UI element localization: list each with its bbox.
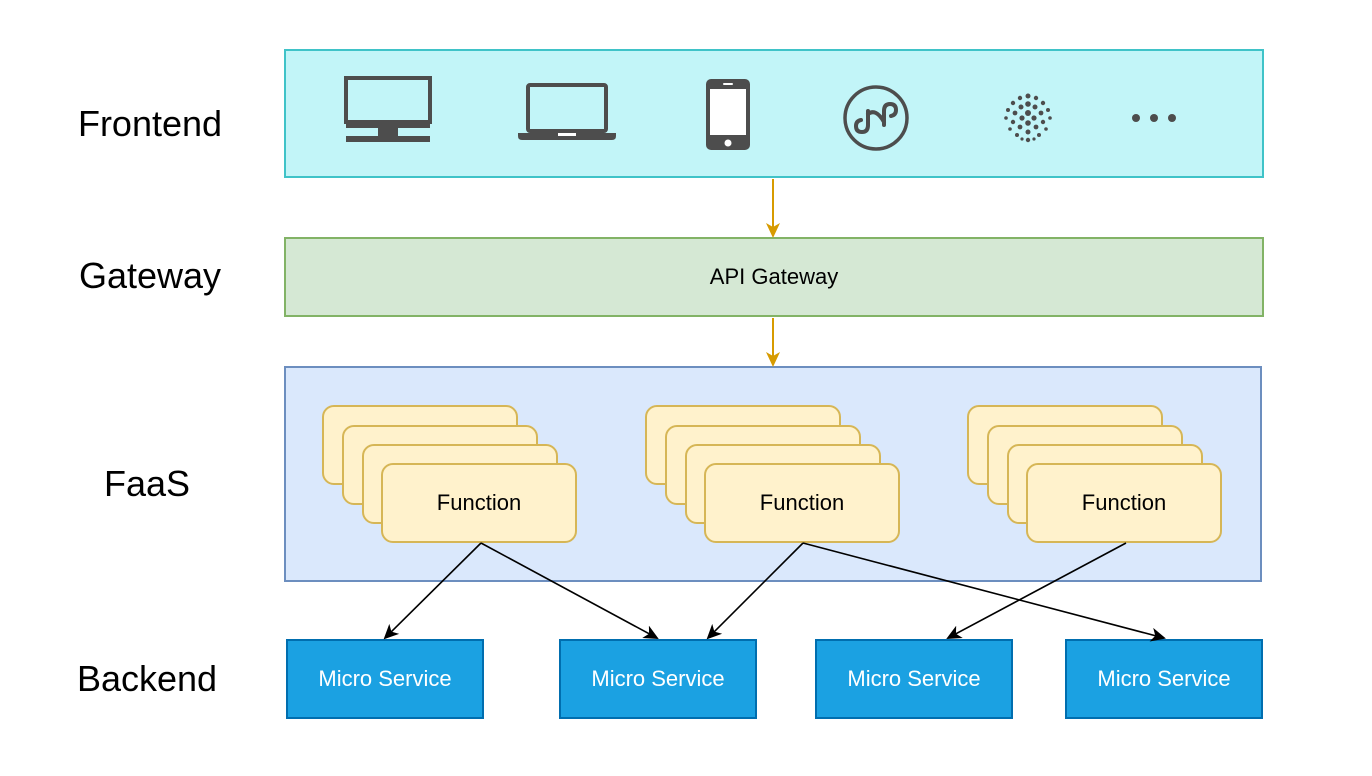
desktop-icon: [344, 76, 432, 142]
function-box-2: Function: [704, 463, 900, 543]
backend-layer-label: Backend: [76, 658, 218, 699]
micro-service-box-4: Micro Service: [1065, 639, 1263, 719]
mini-program-icon: [843, 85, 909, 151]
gateway-layer-label: Gateway: [78, 255, 222, 296]
function3-to-service3-arrow: [946, 542, 1127, 639]
function-box-1: Function: [381, 463, 577, 543]
function1-to-service2-arrow: [480, 542, 659, 639]
function2-to-service4-arrow: [802, 542, 1166, 642]
micro-service-box-1: Micro Service: [286, 639, 484, 719]
more-icon: [1132, 114, 1176, 122]
function1-to-service1-arrow: [383, 542, 482, 640]
frontend-layer: [284, 49, 1264, 178]
phone-icon: [706, 79, 750, 150]
micro-service-box-2: Micro Service: [559, 639, 757, 719]
function-box-3: Function: [1026, 463, 1222, 543]
micro-service-box-3: Micro Service: [815, 639, 1013, 719]
iot-icon: [1004, 93, 1052, 143]
faas-layer-label: FaaS: [103, 463, 191, 504]
frontend-layer-label: Frontend: [77, 103, 223, 144]
function2-to-service2-arrow: [706, 542, 804, 640]
api-gateway-box: API Gateway: [284, 237, 1264, 317]
laptop-icon: [518, 83, 616, 140]
